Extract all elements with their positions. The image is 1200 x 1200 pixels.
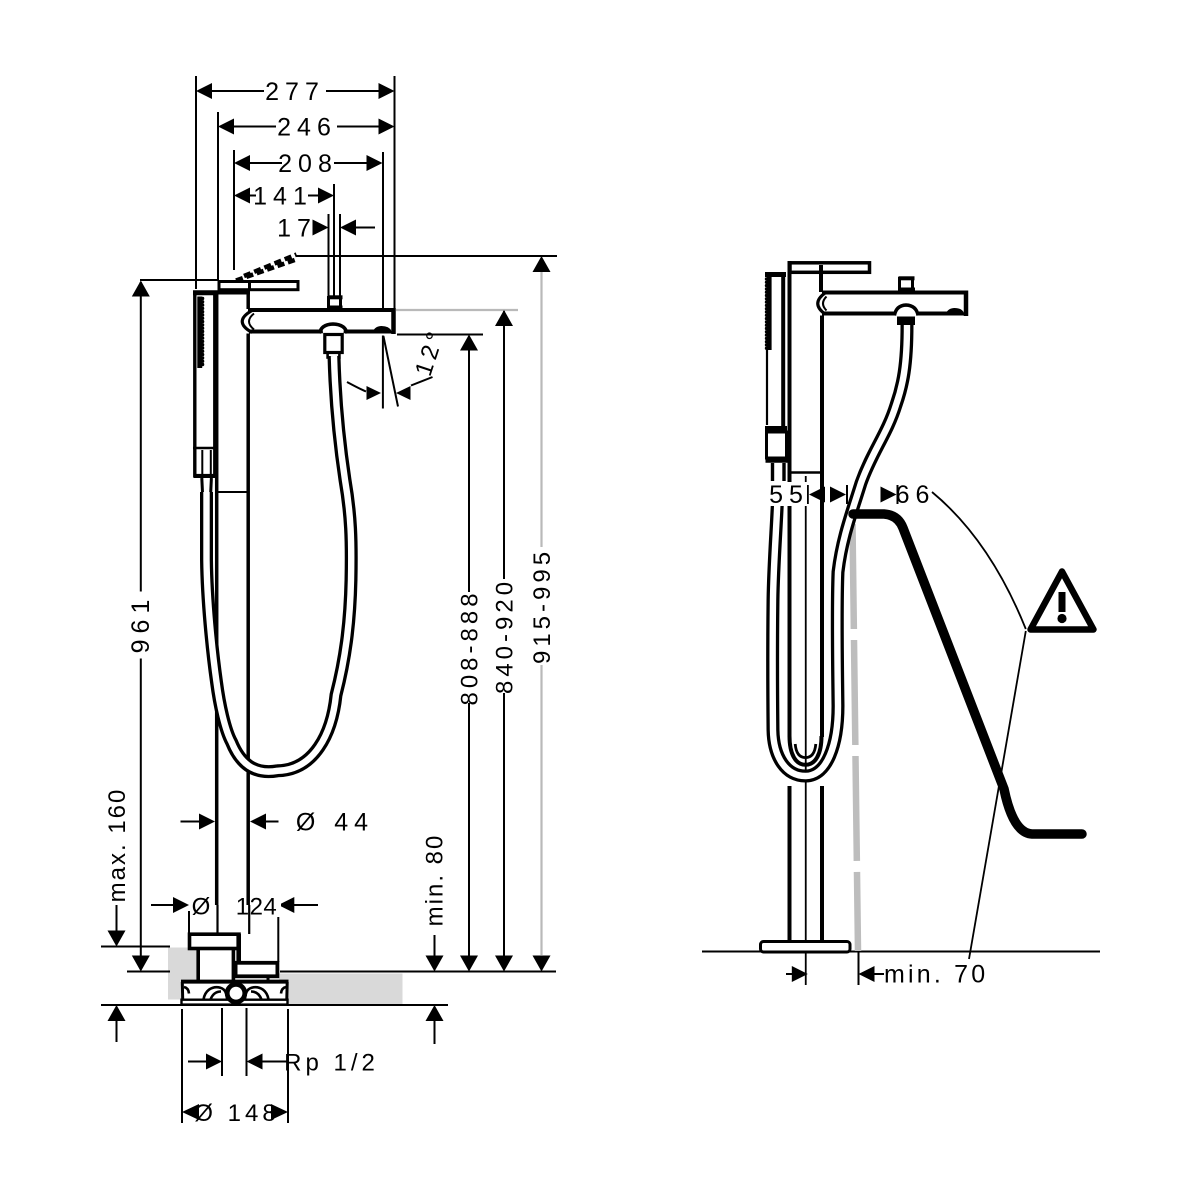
svg-text:Ø 148: Ø 148 [194,1100,279,1127]
svg-text:55: 55 [769,481,809,509]
svg-text:66: 66 [896,481,936,509]
svg-text:Ø 44: Ø 44 [296,809,374,837]
svg-text:961: 961 [127,594,155,654]
svg-text:124: 124 [236,894,278,921]
svg-text:277: 277 [265,78,325,106]
svg-text:min. 80: min. 80 [422,834,449,927]
svg-text:max. 160: max. 160 [104,788,131,903]
svg-text:208: 208 [278,150,338,178]
svg-text:840-920: 840-920 [492,578,519,694]
svg-text:17: 17 [277,215,317,243]
svg-text:Ø: Ø [192,894,215,921]
svg-text:Rp 1/2: Rp 1/2 [284,1050,379,1077]
svg-text:246: 246 [277,114,337,142]
svg-text:min. 70: min. 70 [884,961,988,989]
svg-text:141: 141 [253,183,313,211]
svg-text:808-888: 808-888 [457,589,484,705]
svg-text:915-995: 915-995 [529,548,556,664]
